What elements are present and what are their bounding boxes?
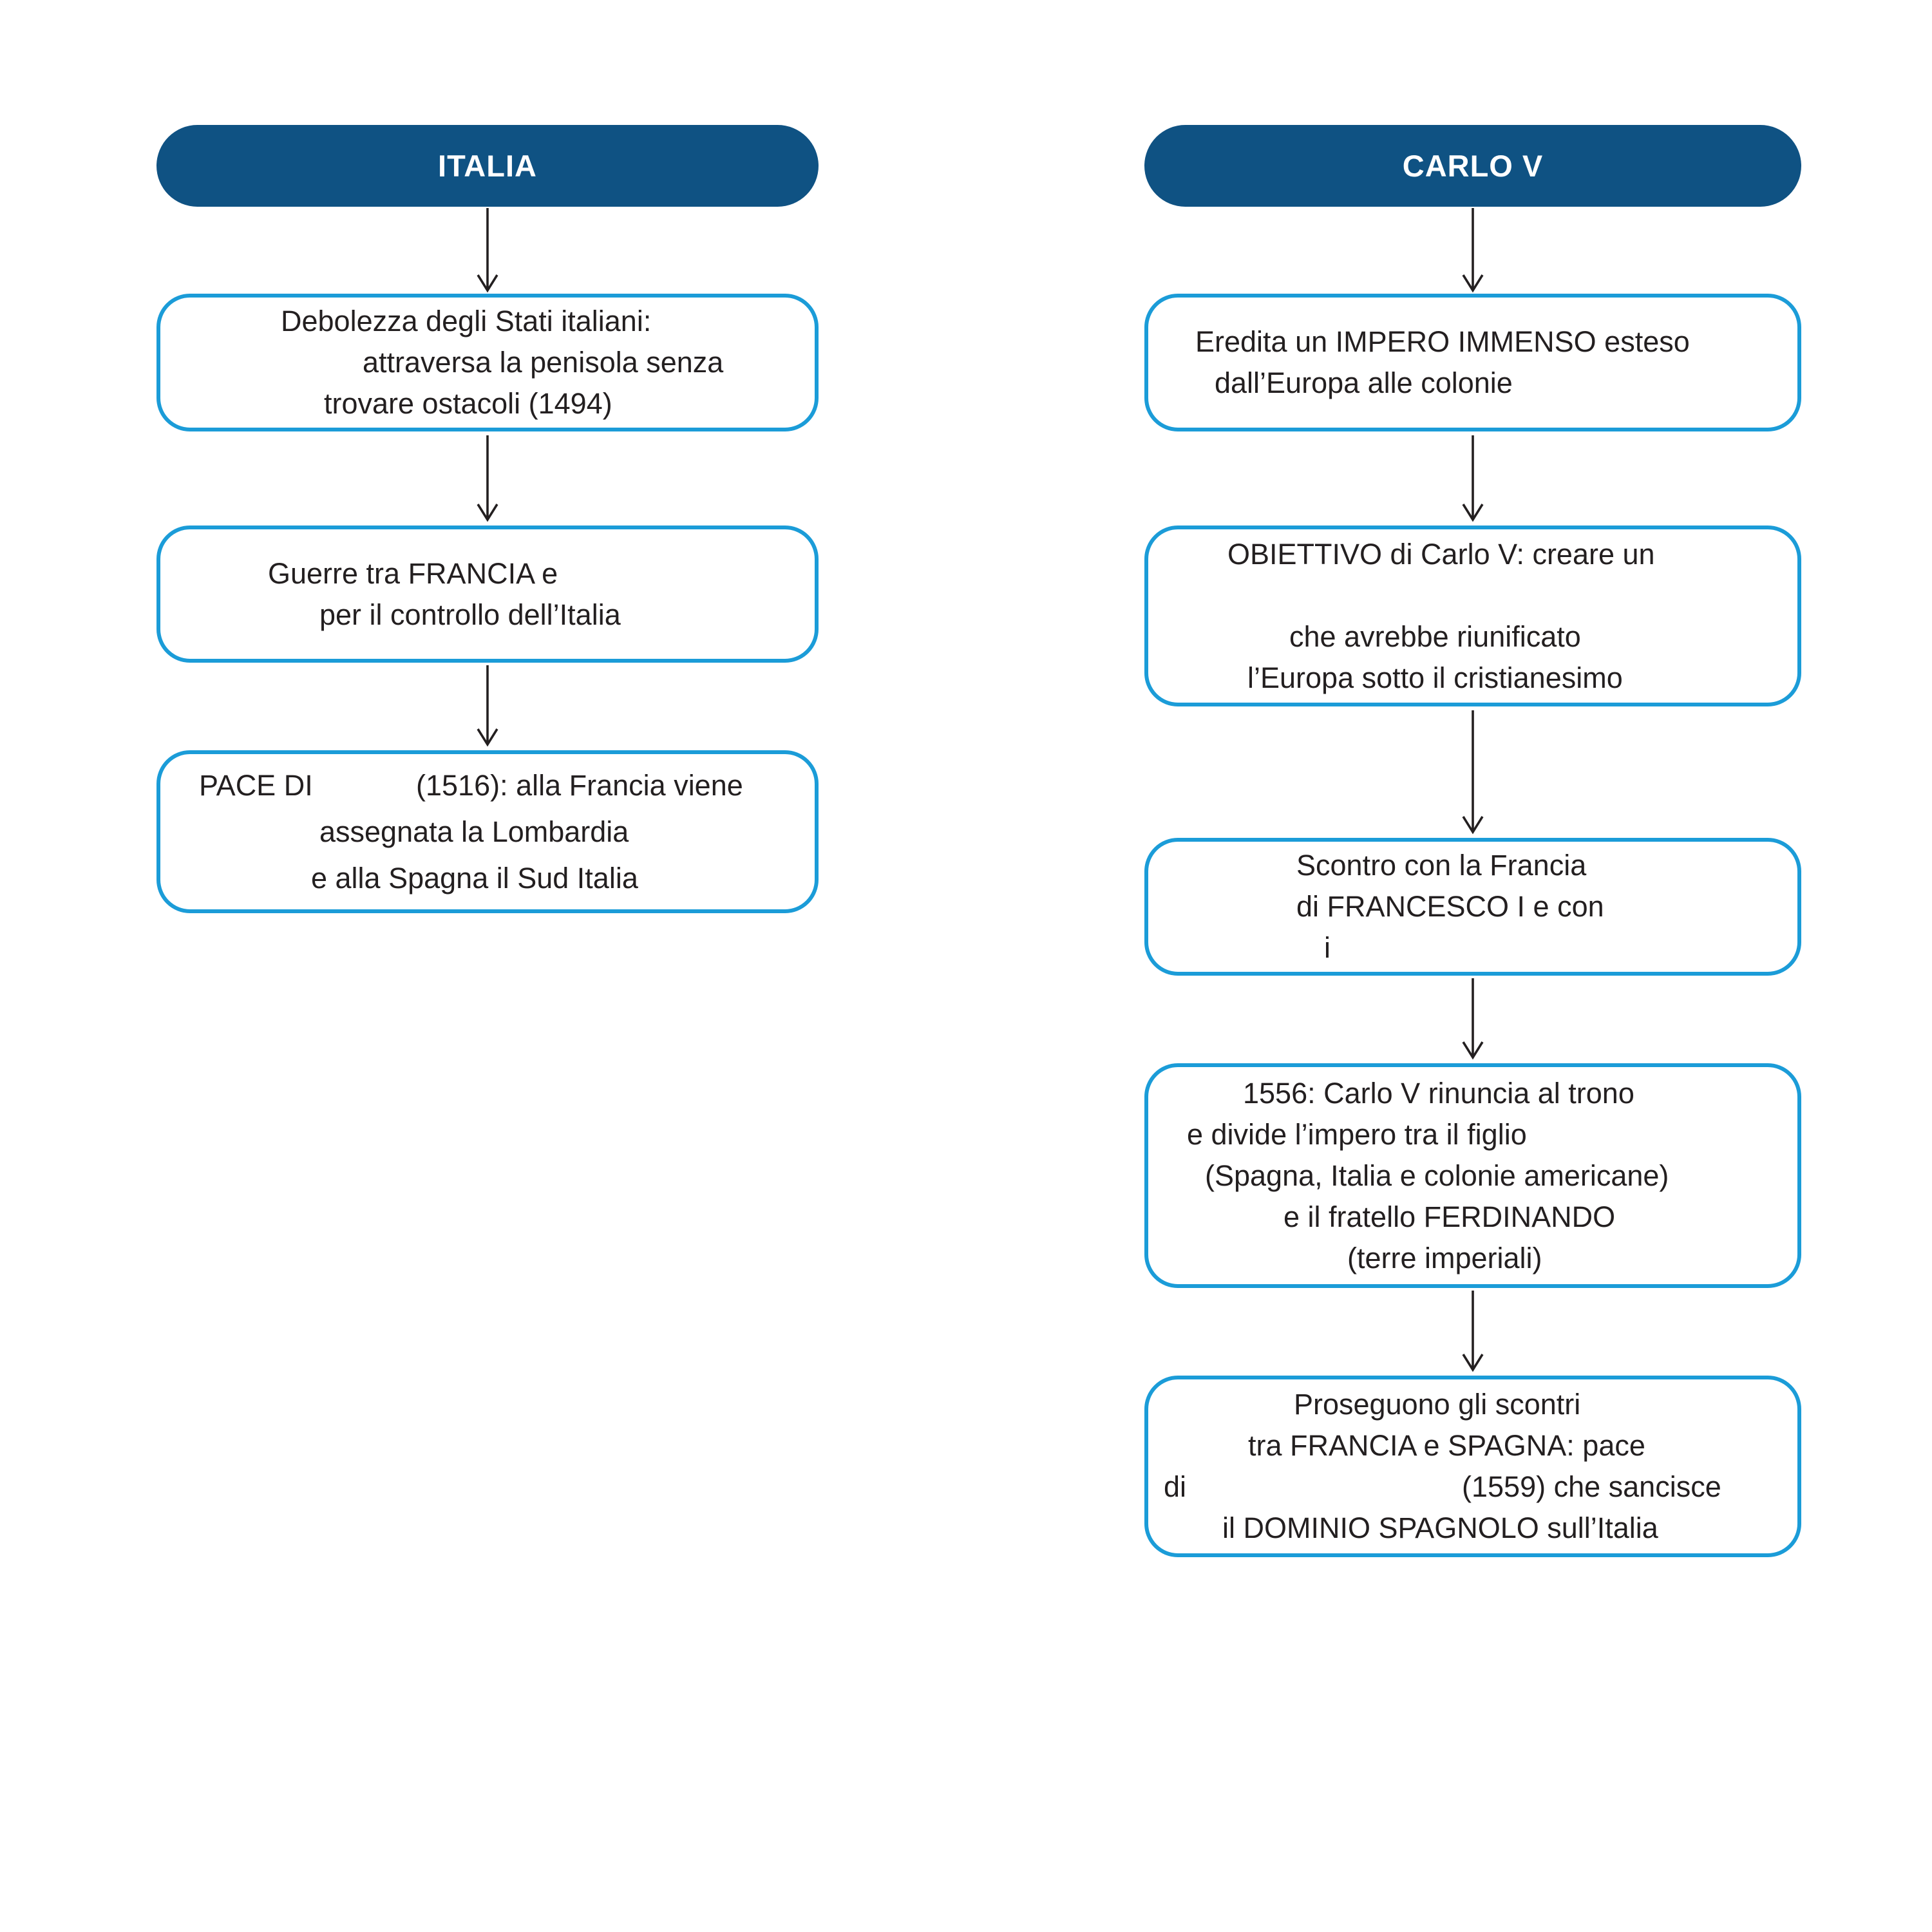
blank-line (1148, 575, 1797, 616)
text-line: il DOMINIO SPAGNOLO sull’Italia (1222, 1511, 1658, 1544)
text-line: 1556: Carlo V rinuncia al trono (1243, 1076, 1634, 1110)
flow-box-1556: 1556: Carlo V rinuncia al trono e divide… (1144, 1063, 1801, 1288)
column-header-label: CARLO V (1402, 149, 1544, 183)
text-line: (terre imperiali) (1347, 1241, 1542, 1274)
blank-gap-text: (1559) che sancisce (1462, 1470, 1721, 1503)
text-line: Eredita un IMPERO IMMENSO esteso (1195, 325, 1690, 358)
down-arrow-icon (1462, 710, 1484, 835)
text-line: che avrebbe riunificato (1289, 620, 1581, 653)
column-header-label: ITALIA (438, 149, 537, 183)
text-line: Scontro con la Francia (1296, 849, 1587, 882)
text-line: Proseguono gli scontri (1294, 1388, 1581, 1421)
text-line: i (1324, 931, 1331, 964)
down-arrow-icon (477, 208, 498, 293)
down-arrow-icon (477, 665, 498, 747)
flow-box-guerre: Guerre tra FRANCIA e per il controllo de… (156, 526, 819, 663)
text-line: trovare ostacoli (1494) (324, 387, 612, 420)
down-arrow-icon (1462, 435, 1484, 522)
flow-box-pace-1559: Proseguono gli scontri tra FRANCIA e SPA… (1144, 1376, 1801, 1557)
text-line: (Spagna, Italia e colonie americane) (1205, 1159, 1669, 1192)
flow-box-pace-1516: PACE DI (1516): alla Francia viene asseg… (156, 750, 819, 913)
flow-box-scontro: Scontro con la Francia di FRANCESCO I e … (1144, 838, 1801, 976)
down-arrow-icon (477, 435, 498, 522)
text-line: attraversa la penisola senza (363, 346, 724, 379)
text-line: di (1559) che sancisce (1148, 1466, 1797, 1508)
text-line: PACE DI (1516): alla Francia viene (160, 762, 815, 809)
column-header-carlo-v: CARLO V (1144, 125, 1801, 207)
text-line: e divide l’impero tra il figlio (1187, 1117, 1527, 1151)
text-line: per il controllo dell’Italia (319, 598, 621, 631)
flow-box-obiettivo: OBIETTIVO di Carlo V: creare un che avre… (1144, 526, 1801, 706)
text-line: assegnata la Lombardia (319, 815, 629, 848)
down-arrow-icon (1462, 208, 1484, 293)
text-line: e il fratello FERDINANDO (1283, 1200, 1616, 1233)
column-header-italia: ITALIA (156, 125, 819, 207)
flow-box-debolezza: Debolezza degli Stati italiani: attraver… (156, 294, 819, 431)
blank-gap-text: (1516): alla Francia viene (416, 768, 743, 802)
text-line: di FRANCESCO I e con (1296, 890, 1604, 923)
text-line: OBIETTIVO di Carlo V: creare un (1227, 537, 1655, 571)
down-arrow-icon (1462, 978, 1484, 1060)
text-line: e alla Spagna il Sud Italia (311, 861, 638, 895)
text-line: Debolezza degli Stati italiani: (281, 305, 652, 337)
text-line: Guerre tra FRANCIA e (268, 556, 558, 590)
down-arrow-icon (1462, 1291, 1484, 1372)
flow-box-eredita: Eredita un IMPERO IMMENSO esteso dall’Eu… (1144, 294, 1801, 431)
text-line: l’Europa sotto il cristianesimo (1247, 661, 1623, 694)
text-line: tra FRANCIA e SPAGNA: pace (1248, 1429, 1645, 1462)
text-line: dall’Europa alle colonie (1215, 366, 1513, 399)
